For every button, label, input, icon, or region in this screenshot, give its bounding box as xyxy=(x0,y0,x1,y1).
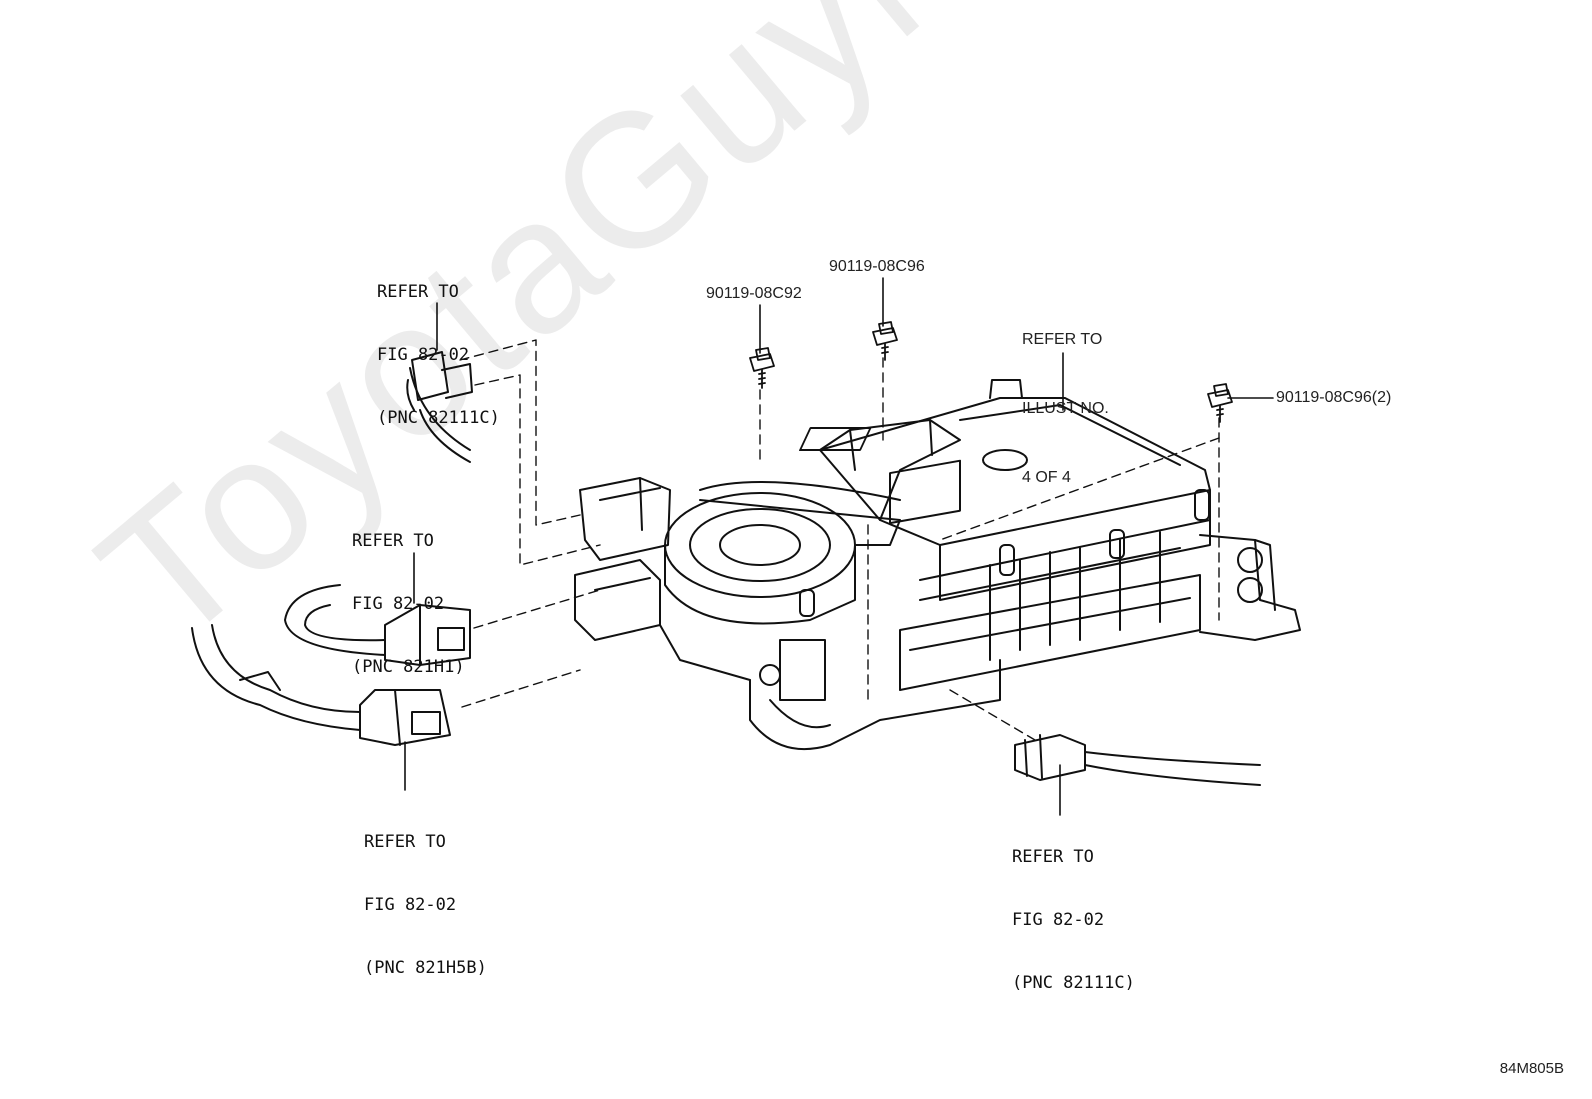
callout-line: REFER TO xyxy=(377,282,459,302)
connector-top-left xyxy=(406,351,473,463)
callout-line: REFER TO xyxy=(1012,847,1094,867)
part-number-bolt-c: 90119-08C96(2) xyxy=(1276,389,1392,406)
callout-line: FIG 82-02 xyxy=(1012,910,1105,930)
callout-line: (PNC 821H5B) xyxy=(364,958,487,978)
callout-line: FIG 82-02 xyxy=(364,895,457,915)
callout-refer-fig-82-02-bottom-left: REFER TO FIG 82-02 (PNC 821H5B) xyxy=(364,790,487,1021)
connector-lower-right xyxy=(1014,734,1261,786)
part-number-bolt-b: 90119-08C96 xyxy=(829,258,925,275)
callout-refer-fig-82-02-top-left: REFER TO FIG 82-02 (PNC 82111C) xyxy=(377,240,500,471)
bolt-a xyxy=(749,347,775,389)
callout-line: FIG 82-02 xyxy=(377,345,470,365)
dashed-lines xyxy=(459,339,1220,741)
inverter-body xyxy=(574,379,1301,751)
leader-lines xyxy=(404,277,1274,816)
callout-line: (PNC 821H1) xyxy=(352,657,465,677)
callout-line: REFER TO xyxy=(364,832,446,852)
connector-middle-left xyxy=(284,584,471,666)
callout-line: (PNC 82111C) xyxy=(1012,973,1135,993)
callout-refer-fig-82-02-middle-left: REFER TO FIG 82-02 (PNC 821H1) xyxy=(352,489,465,720)
connector-lower-left xyxy=(191,624,451,746)
callout-line: 4 OF 4 xyxy=(1022,469,1071,486)
callout-line: FIG 82-02 xyxy=(352,594,445,614)
callout-line: REFER TO xyxy=(352,531,434,551)
part-number-bolt-a: 90119-08C92 xyxy=(706,285,802,302)
drawing-code: 84M805B xyxy=(1499,1060,1564,1077)
bolt-c xyxy=(1207,383,1233,423)
callout-line: ILLUST NO. xyxy=(1022,400,1109,417)
callout-line: REFER TO xyxy=(1022,331,1103,348)
bolt-b xyxy=(872,321,898,361)
callout-refer-fig-82-02-bottom-right: REFER TO FIG 82-02 (PNC 82111C) xyxy=(1012,805,1135,1036)
callout-refer-illust-4-of-4: REFER TO ILLUST NO. 4 OF 4 xyxy=(1022,282,1109,535)
callout-line: (PNC 82111C) xyxy=(377,408,500,428)
